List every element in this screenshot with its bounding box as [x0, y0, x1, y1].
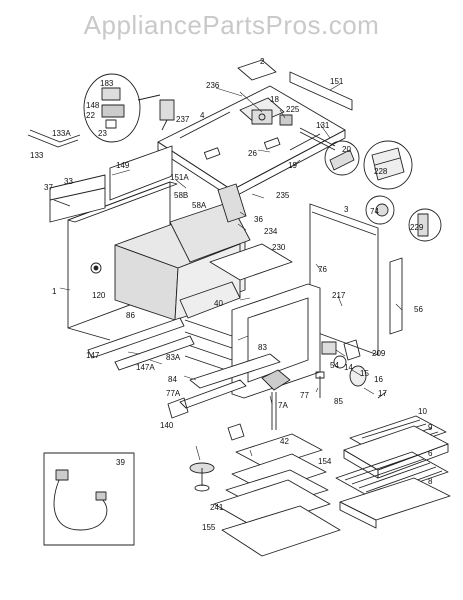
part-label-3: 3	[344, 205, 349, 214]
part-label-56: 56	[414, 305, 423, 314]
part-label-149: 149	[116, 161, 130, 170]
leader-lines	[59, 83, 403, 461]
part-label-229: 229	[410, 223, 424, 232]
part-label-133A: 133A	[52, 129, 71, 138]
handle-callout-part	[408, 208, 442, 242]
small-fastener-part	[53, 199, 102, 274]
part-label-23: 23	[98, 129, 107, 138]
part-label-8: 8	[428, 477, 433, 486]
part-label-147A: 147A	[136, 363, 155, 372]
rear-panel-part	[109, 145, 173, 201]
insulation-part	[49, 174, 106, 223]
leveling-bracket-part	[167, 339, 361, 441]
part-label-14: 14	[344, 363, 353, 372]
part-label-36: 36	[254, 215, 263, 224]
part-label-39: 39	[116, 458, 125, 467]
watermark: AppliancePartsPros.com	[83, 10, 380, 40]
part-label-40: 40	[214, 299, 223, 308]
part-label-228: 228	[374, 167, 388, 176]
part-label-18: 18	[270, 95, 279, 104]
part-label-58B: 58B	[174, 191, 188, 200]
power-cord-callout-part	[43, 452, 135, 546]
part-label-85: 85	[334, 397, 343, 406]
part-label-74: 74	[370, 207, 379, 216]
part-label-131: 131	[316, 121, 330, 130]
part-label-154: 154	[318, 457, 332, 466]
post-part	[315, 371, 325, 398]
part-label-155: 155	[202, 523, 216, 532]
part-label-15: 15	[360, 369, 369, 378]
part-label-33: 33	[64, 177, 73, 186]
door-latch-callout-part	[363, 140, 413, 190]
hinge-callout-part	[324, 140, 360, 176]
part-label-77A: 77A	[166, 389, 181, 398]
part-labels: 183 148 22 23 236 237 4 18 225 151 131 1…	[30, 57, 433, 532]
part-label-83A: 83A	[166, 353, 181, 362]
part-label-151: 151	[330, 77, 344, 86]
part-label-86: 86	[126, 311, 135, 320]
part-label-120: 120	[92, 291, 106, 300]
part-label-54: 54	[330, 361, 339, 370]
part-label-77: 77	[300, 391, 309, 400]
bake-plate-part	[213, 433, 341, 557]
knob-callout-part	[365, 195, 395, 225]
part-label-241: 241	[210, 503, 224, 512]
bracket-part	[27, 129, 81, 148]
part-label-151A: 151A	[170, 173, 189, 182]
bottom-rail-part	[87, 317, 195, 371]
part-label-16: 16	[374, 375, 383, 384]
part-label-217: 217	[332, 291, 346, 300]
valve-assembly-part	[251, 109, 293, 126]
part-label-235: 235	[276, 191, 290, 200]
part-label-133: 133	[30, 151, 44, 160]
part-label-20: 20	[342, 145, 351, 154]
part-label-58A: 58A	[192, 201, 207, 210]
part-label-147: 147	[86, 351, 100, 360]
part-label-209: 209	[372, 349, 386, 358]
part-label-230: 230	[272, 243, 286, 252]
part-label-1: 1	[52, 287, 57, 296]
side-trim-part	[389, 257, 403, 335]
part-label-17: 17	[378, 389, 387, 398]
burner-tube-part	[261, 369, 291, 430]
part-label-183: 183	[100, 79, 114, 88]
part-label-76: 76	[318, 265, 327, 274]
part-label-9: 9	[428, 423, 433, 432]
inner-panel-part	[209, 243, 293, 281]
part-label-2: 2	[260, 57, 265, 66]
part-label-7A: 7A	[278, 401, 288, 410]
part-label-22: 22	[86, 111, 95, 120]
base-part	[189, 353, 281, 389]
rear-strip-part	[289, 71, 353, 111]
part-label-42: 42	[280, 437, 289, 446]
switch-callout-part	[83, 73, 161, 143]
right-side-panel-part	[309, 203, 379, 356]
part-label-4: 4	[200, 111, 205, 120]
part-label-37: 37	[44, 183, 53, 192]
part-label-237: 237	[176, 115, 190, 124]
part-label-10: 10	[418, 407, 427, 416]
part-label-26: 26	[248, 149, 257, 158]
part-label-19: 19	[288, 161, 297, 170]
bottom-watermark-band	[0, 576, 463, 600]
front-rail-part	[179, 379, 247, 409]
leveling-leg-part	[189, 462, 215, 492]
drip-pan-part	[339, 477, 451, 529]
part-label-148: 148	[86, 101, 100, 110]
top-cover-part	[237, 59, 277, 81]
part-label-6: 6	[428, 449, 433, 458]
part-label-83: 83	[258, 343, 267, 352]
part-label-236: 236	[206, 81, 220, 90]
part-label-140: 140	[160, 421, 174, 430]
part-label-225: 225	[286, 105, 300, 114]
part-label-234: 234	[264, 227, 278, 236]
igniter-part	[159, 99, 175, 131]
drawer-guides-part	[184, 319, 233, 373]
part-label-84: 84	[168, 375, 177, 384]
